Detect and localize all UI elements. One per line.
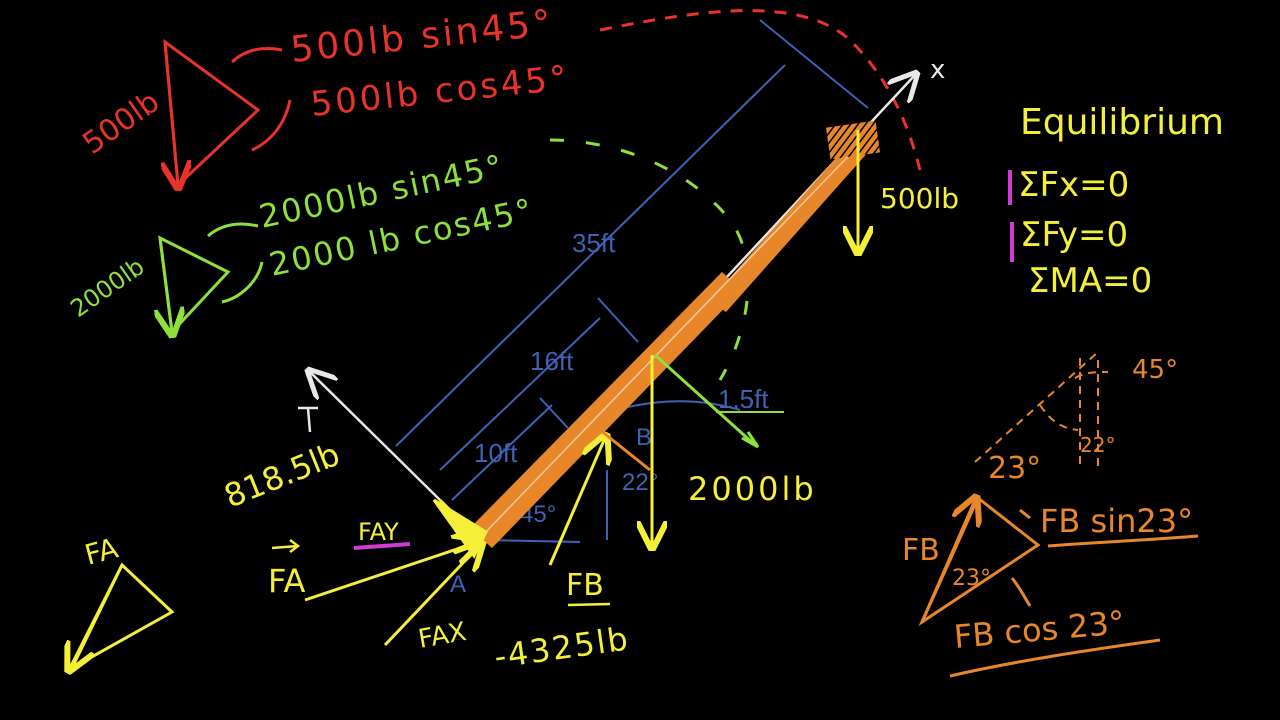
fa-force-triangle — [70, 562, 175, 668]
red-force-triangle — [165, 38, 292, 185]
equation-sum-ma: ΣMA=0 — [1028, 261, 1152, 301]
boom — [470, 120, 880, 548]
sketch-angle-23: 23° — [988, 451, 1041, 486]
geometry-sketch — [974, 351, 1109, 470]
dim-16ft: 16ft — [530, 346, 574, 376]
red-sin-label: 500lb sin45° — [289, 3, 556, 71]
red-cos-label: 500lb cos45° — [309, 58, 572, 125]
red-triangle-label: 500lb — [77, 84, 166, 161]
fb-sin-label: FB sin23° — [1040, 502, 1193, 540]
tip-load-label: 500lb — [880, 182, 959, 215]
fb-underline — [567, 602, 611, 607]
fb-value-label: -4325lb — [492, 619, 632, 676]
boom-tip-block — [826, 120, 880, 160]
red-dashed-arc — [599, 9, 922, 171]
sketch-angle-45: 45° — [1132, 355, 1178, 385]
fb-label: FB — [566, 568, 604, 603]
fay-label: FAY — [358, 518, 399, 546]
fa-label: FA — [268, 562, 305, 600]
dim-35ft: 35ft — [572, 228, 616, 258]
mid-load-label: 2000lb — [688, 470, 817, 508]
green-load-arrow — [653, 353, 760, 449]
fay-underline — [353, 542, 411, 550]
dimension-lines — [395, 19, 869, 543]
fa-triangle-label: FA — [81, 531, 121, 571]
equilibrium-title: Equilibrium — [1020, 102, 1224, 143]
point-b-label: B — [636, 424, 652, 451]
boom-inner-section — [710, 138, 870, 312]
dim-1-5ft: 1.5ft — [718, 384, 769, 414]
dim-10ft: 10ft — [474, 438, 518, 468]
green-force-triangle — [160, 222, 264, 332]
fax-label: FAX — [416, 617, 469, 655]
equation-sum-fx: ΣFx=0 — [1018, 165, 1129, 205]
axis-x-label: x — [930, 55, 945, 85]
fb-triangle-angle: 23° — [952, 566, 991, 591]
fb-triangle-label: FB — [902, 533, 940, 568]
fa-vector-arrow — [271, 539, 301, 553]
equation-sum-fy: ΣFy=0 — [1020, 215, 1128, 255]
green-dashed-arc — [549, 138, 750, 381]
green-triangle-label: 2000lb — [65, 252, 149, 323]
fy-value-label: 818.5lb — [219, 435, 345, 515]
point-a-label: A — [450, 571, 466, 598]
sketch-angle-22: 22° — [1080, 433, 1115, 457]
boom-outer-section — [470, 272, 742, 548]
yellow-forces — [304, 130, 858, 647]
fb-force-triangle — [918, 498, 1199, 678]
